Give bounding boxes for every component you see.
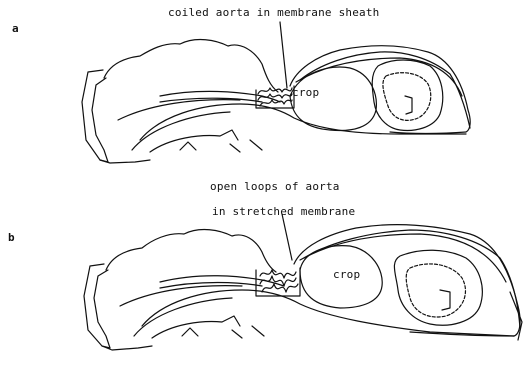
panel-b-annotation-line2: in stretched membrane: [212, 205, 355, 218]
panel-b-annotation-line1: open loops of aorta: [210, 180, 340, 193]
panel-a-drawing: [82, 22, 470, 163]
panel-b-letter: b: [8, 231, 15, 244]
panel-a-crop-label: crop: [292, 86, 319, 99]
panel-b-drawing: [84, 214, 522, 350]
panel-b-crop-label: crop: [333, 268, 360, 281]
